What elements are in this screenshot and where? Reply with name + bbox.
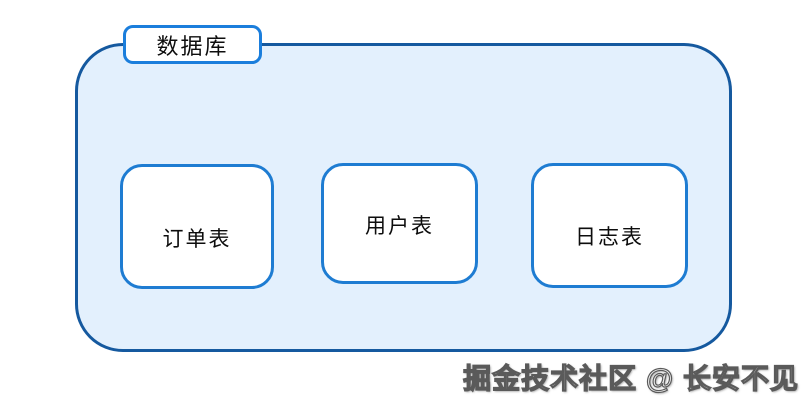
table-node-logs-label: 日志表 <box>575 225 644 249</box>
table-node-orders-label: 订单表 <box>162 227 232 251</box>
database-label: 数据库 <box>156 33 229 59</box>
table-node-logs: 日志表 <box>531 163 688 288</box>
table-node-orders: 订单表 <box>120 164 274 289</box>
table-node-users: 用户表 <box>321 163 478 284</box>
table-node-users-label: 用户表 <box>365 214 434 238</box>
database-label-tab: 数据库 <box>123 25 262 64</box>
watermark-text: 掘金技术社区 @ 长安不见 <box>463 362 799 394</box>
